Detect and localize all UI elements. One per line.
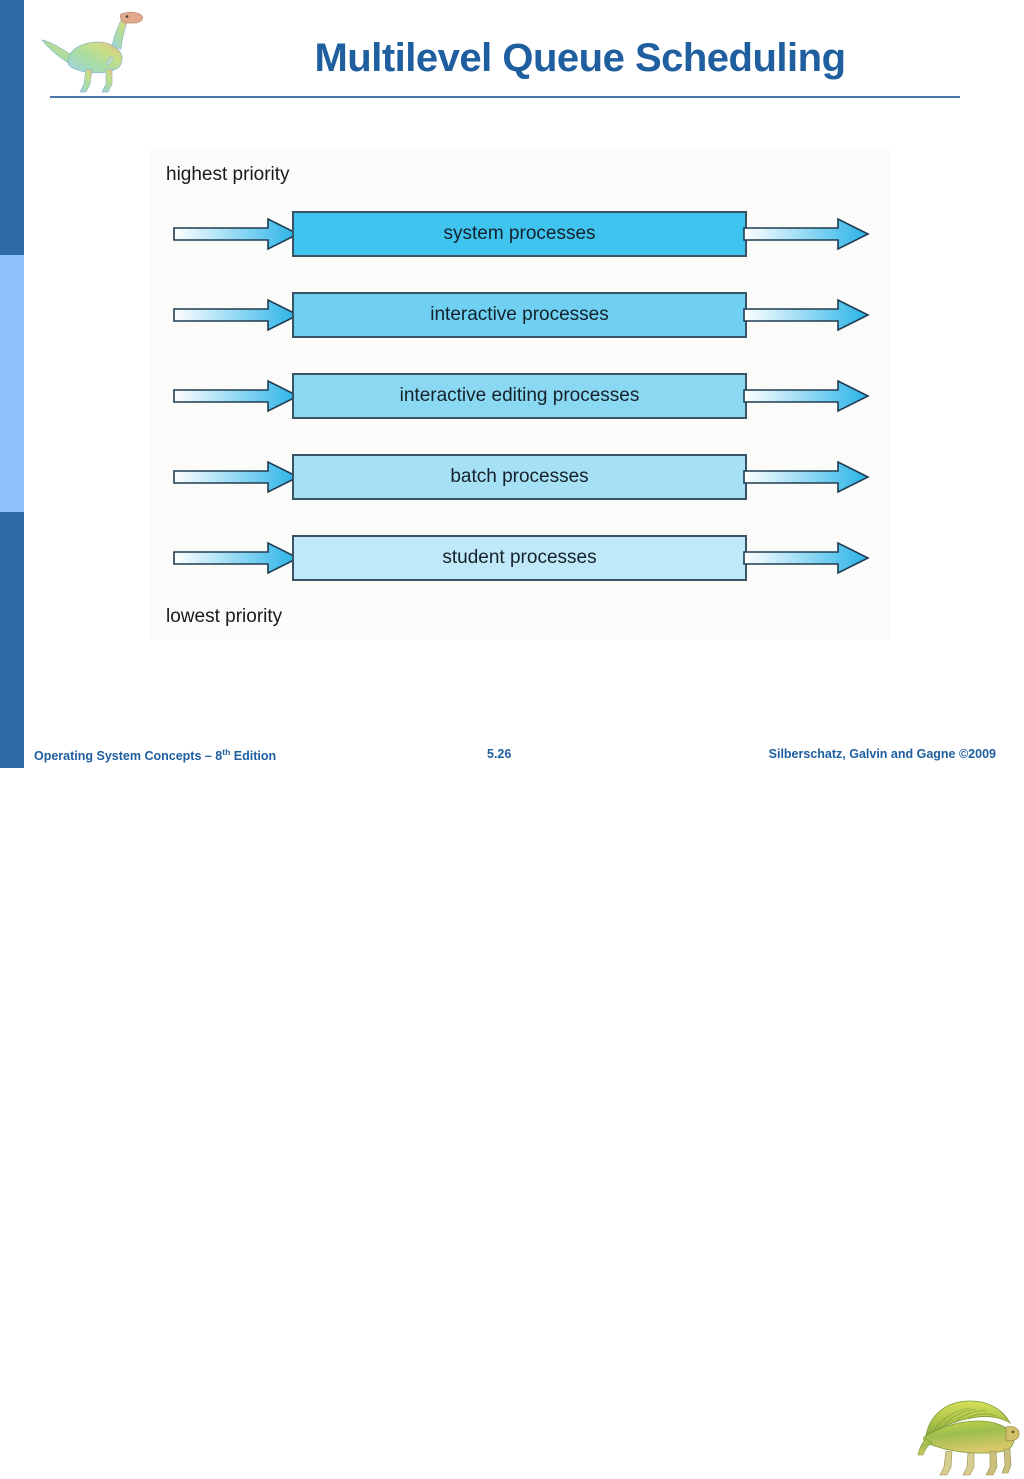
queue-row: interactive editing processes [150, 373, 890, 419]
queue-inbound-arrow-icon [172, 535, 300, 581]
slide-header: Multilevel Queue Scheduling [0, 0, 1024, 110]
footer-copyright: Silberschatz, Galvin and Gagne ©2009 [768, 747, 996, 761]
queue-box[interactable]: interactive editing processes [292, 373, 747, 419]
footer-edition-main: Operating System Concepts – 8 [34, 749, 223, 764]
slide-footer: Operating System Concepts – 8th Edition … [0, 735, 1024, 1476]
queue-box-label: system processes [443, 223, 596, 244]
lowest-priority-label: lowest priority [166, 606, 283, 627]
queue-box-label: batch processes [450, 466, 589, 487]
queue-row: student processes [150, 535, 890, 581]
queue-outbound-arrow-icon [742, 211, 870, 257]
page-title: Multilevel Queue Scheduling [314, 36, 846, 80]
footer-edition-ordinal: th [222, 747, 231, 757]
queue-row: interactive processes [150, 292, 890, 338]
queue-row: batch processes [150, 454, 890, 500]
queue-inbound-arrow-icon [172, 454, 300, 500]
sidebar-band-bottom [0, 512, 24, 768]
dinosaur-dimetrodon-icon [917, 1400, 1020, 1476]
sidebar-band-middle [0, 255, 24, 512]
queue-box[interactable]: system processes [292, 211, 747, 257]
queue-outbound-arrow-icon [742, 535, 870, 581]
queue-box[interactable]: student processes [292, 535, 747, 581]
queue-box-label: interactive processes [430, 304, 609, 325]
queue-inbound-arrow-icon [172, 373, 300, 419]
queue-outbound-arrow-icon [742, 292, 870, 338]
queue-outbound-arrow-icon [742, 373, 870, 419]
queue-row: system processes [150, 211, 890, 257]
footer-edition-suffix: Edition [230, 749, 277, 764]
slide-number: 5.26 [487, 747, 512, 761]
queue-box[interactable]: interactive processes [292, 292, 747, 338]
queue-box-label: interactive editing processes [399, 385, 640, 406]
left-color-sidebar [0, 0, 24, 768]
multilevel-queue-diagram: highest priority lowest priority system … [150, 150, 890, 640]
queue-inbound-arrow-icon [172, 292, 300, 338]
queue-outbound-arrow-icon [742, 454, 870, 500]
queue-box[interactable]: batch processes [292, 454, 747, 500]
queue-box-label: student processes [442, 547, 597, 568]
highest-priority-label: highest priority [166, 164, 290, 185]
sidebar-band-top [0, 0, 24, 255]
footer-edition-text: Operating System Concepts – 8th Edition [34, 747, 276, 763]
dinosaur-ornithomimid-icon [41, 11, 143, 93]
title-underline-rule [50, 96, 960, 98]
queue-inbound-arrow-icon [172, 211, 300, 257]
